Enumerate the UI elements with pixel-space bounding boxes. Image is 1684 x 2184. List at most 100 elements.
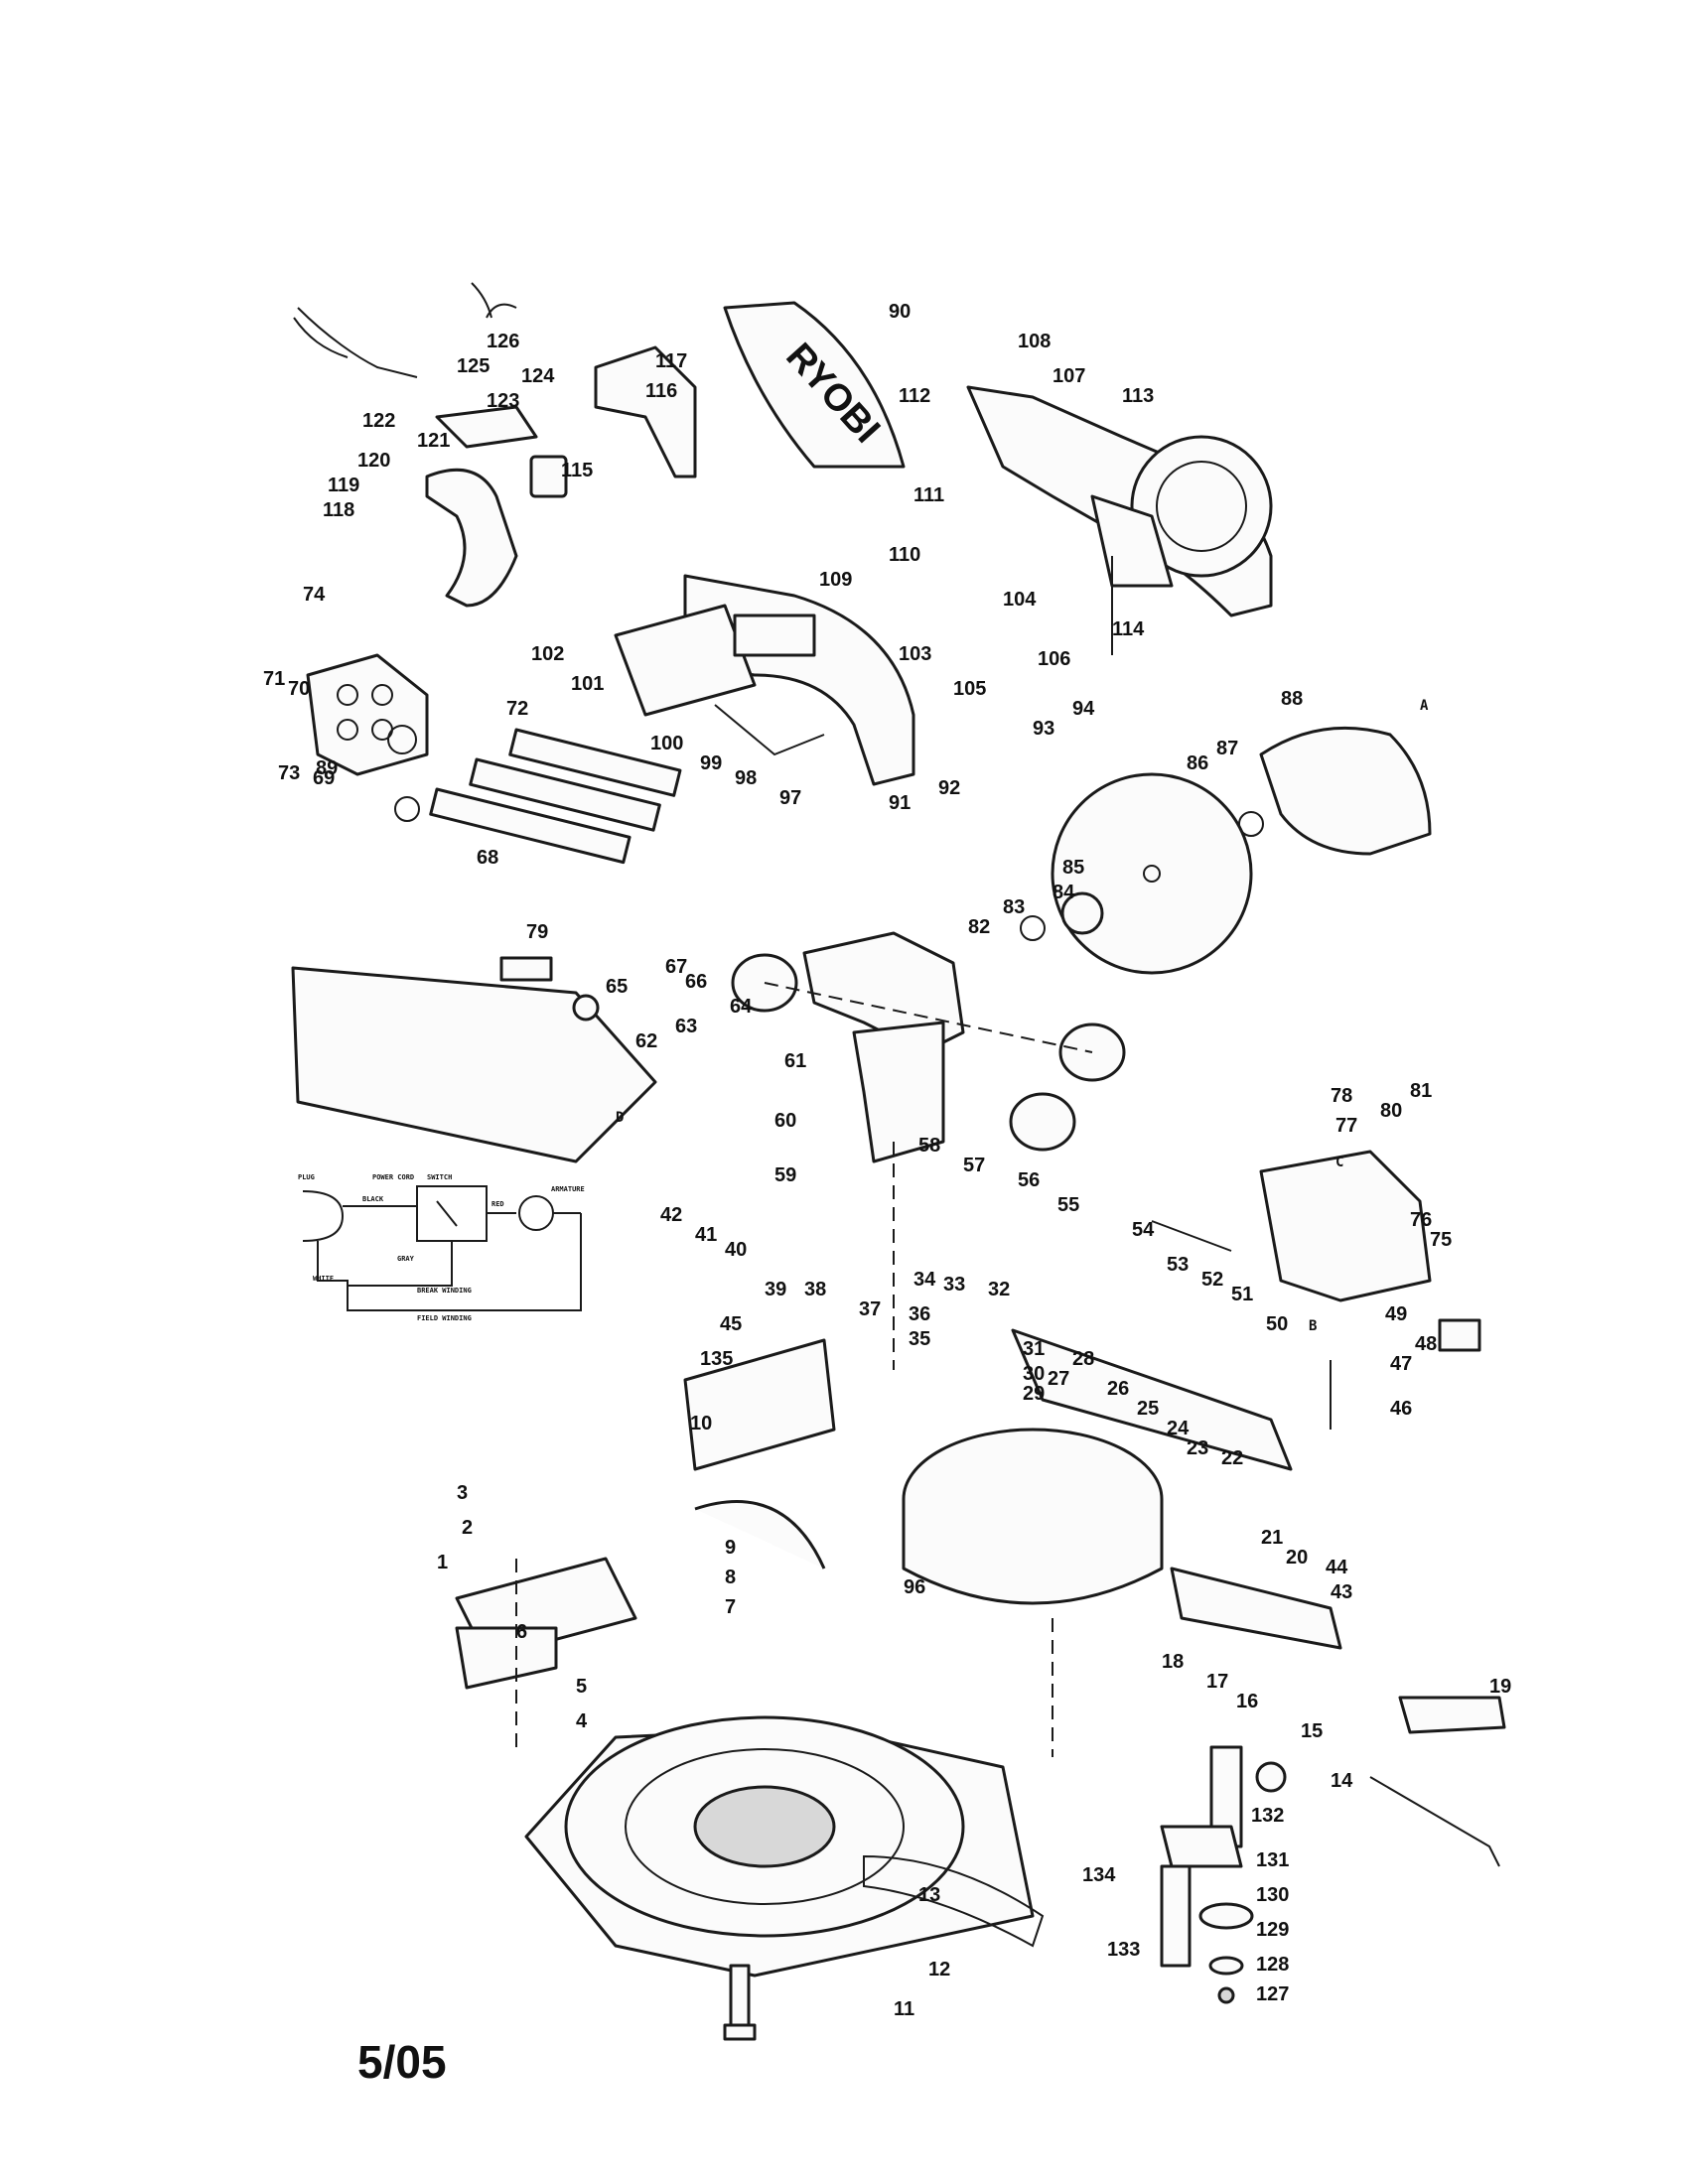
callout-74: 74 (303, 584, 326, 606)
callout-81: 81 (1410, 1080, 1432, 1102)
base-assembly (455, 1328, 1293, 1978)
callout-38: 38 (804, 1279, 826, 1300)
callout-29: 29 (1023, 1383, 1045, 1405)
callout-34: 34 (913, 1269, 936, 1291)
callout-112: 112 (899, 385, 930, 407)
revision-date: 5/05 (357, 2036, 447, 2088)
callout-20: 20 (1286, 1547, 1308, 1569)
callout-68: 68 (477, 847, 498, 869)
upper-blade-guard: RYOBI (723, 301, 906, 469)
wiring-diagram: PLUG POWER CORD SWITCH BLACK RED ARMATUR… (298, 1173, 585, 1322)
callout-124: 124 (521, 365, 555, 387)
callout-119: 119 (328, 475, 359, 496)
wiring-black-label: BLACK (362, 1195, 384, 1203)
letter-mark-b: B (1309, 1318, 1317, 1334)
callout-86: 86 (1187, 752, 1208, 774)
callout-130: 130 (1256, 1884, 1289, 1906)
lower-guard (614, 574, 915, 786)
callout-98: 98 (735, 767, 757, 789)
callout-41: 41 (695, 1224, 717, 1246)
callout-52: 52 (1201, 1269, 1223, 1291)
callout-63: 63 (675, 1016, 697, 1037)
callout-113: 113 (1122, 385, 1154, 407)
callout-115: 115 (561, 460, 593, 481)
callout-100: 100 (650, 733, 683, 754)
callout-11: 11 (894, 1998, 914, 2020)
callout-109: 109 (819, 569, 852, 591)
callout-65: 65 (606, 976, 628, 998)
callout-60: 60 (774, 1110, 796, 1132)
callout-104: 104 (1003, 589, 1037, 611)
callout-122: 122 (362, 410, 395, 432)
callout-103: 103 (899, 643, 931, 665)
callout-40: 40 (725, 1239, 747, 1261)
wiring-white-label: WHITE (313, 1275, 334, 1283)
callout-14: 14 (1331, 1770, 1353, 1792)
callout-83: 83 (1003, 896, 1025, 918)
callout-105: 105 (953, 678, 986, 700)
callout-39: 39 (765, 1279, 786, 1300)
callout-labels: 1234567891011121314151617181920212223242… (263, 301, 1511, 2020)
callout-97: 97 (779, 787, 801, 809)
callout-114: 114 (1112, 618, 1145, 640)
callout-35: 35 (909, 1328, 930, 1350)
callout-13: 13 (918, 1884, 940, 1906)
callout-49: 49 (1385, 1303, 1407, 1325)
callout-85: 85 (1062, 857, 1084, 879)
callout-99: 99 (700, 752, 722, 774)
callout-47: 47 (1390, 1353, 1412, 1375)
callout-43: 43 (1331, 1581, 1352, 1603)
callout-9: 9 (725, 1537, 736, 1559)
callout-10: 10 (690, 1413, 712, 1434)
callout-117: 117 (655, 350, 687, 372)
callout-22: 22 (1221, 1447, 1243, 1469)
callout-120: 120 (357, 450, 390, 472)
callout-132: 132 (1251, 1805, 1284, 1827)
callout-78: 78 (1331, 1085, 1352, 1107)
callout-89: 89 (316, 757, 338, 779)
callout-106: 106 (1038, 648, 1070, 670)
callout-67: 67 (665, 956, 687, 978)
callout-15: 15 (1301, 1720, 1323, 1742)
callout-66: 66 (685, 971, 707, 993)
callout-111: 111 (913, 484, 944, 506)
callout-73: 73 (278, 762, 300, 784)
callout-134: 134 (1082, 1864, 1116, 1886)
wiring-break-winding-label: BREAK WINDING (417, 1287, 472, 1295)
rear-cover (291, 956, 657, 1163)
callout-50: 50 (1266, 1313, 1288, 1335)
rail-end-cap (306, 653, 682, 865)
callout-44: 44 (1326, 1557, 1348, 1578)
callout-128: 128 (1256, 1954, 1289, 1976)
callout-79: 79 (526, 921, 548, 943)
callout-129: 129 (1256, 1919, 1289, 1941)
callout-55: 55 (1057, 1194, 1079, 1216)
side-table-and-lock-handle (1170, 1567, 1506, 1867)
callout-21: 21 (1261, 1527, 1283, 1549)
wiring-red-label: RED (491, 1200, 504, 1208)
callout-101: 101 (571, 673, 604, 695)
callout-27: 27 (1048, 1368, 1069, 1390)
callout-51: 51 (1231, 1284, 1253, 1305)
callout-57: 57 (963, 1155, 985, 1176)
callout-131: 131 (1256, 1849, 1289, 1871)
callout-64: 64 (730, 996, 753, 1018)
callout-58: 58 (918, 1135, 940, 1157)
callout-70: 70 (288, 678, 310, 700)
callout-1: 1 (437, 1552, 448, 1573)
callout-36: 36 (909, 1303, 930, 1325)
callout-24: 24 (1167, 1418, 1190, 1439)
callout-32: 32 (988, 1279, 1010, 1300)
callout-31: 31 (1023, 1338, 1045, 1360)
callout-92: 92 (938, 777, 960, 799)
callout-30: 30 (1023, 1363, 1045, 1385)
callout-75: 75 (1430, 1229, 1452, 1251)
callout-2: 2 (462, 1517, 473, 1539)
callout-17: 17 (1206, 1671, 1228, 1693)
callout-25: 25 (1137, 1398, 1159, 1420)
callout-33: 33 (943, 1274, 965, 1296)
callout-72: 72 (506, 698, 528, 720)
callout-102: 102 (531, 643, 564, 665)
callout-7: 7 (725, 1596, 736, 1618)
